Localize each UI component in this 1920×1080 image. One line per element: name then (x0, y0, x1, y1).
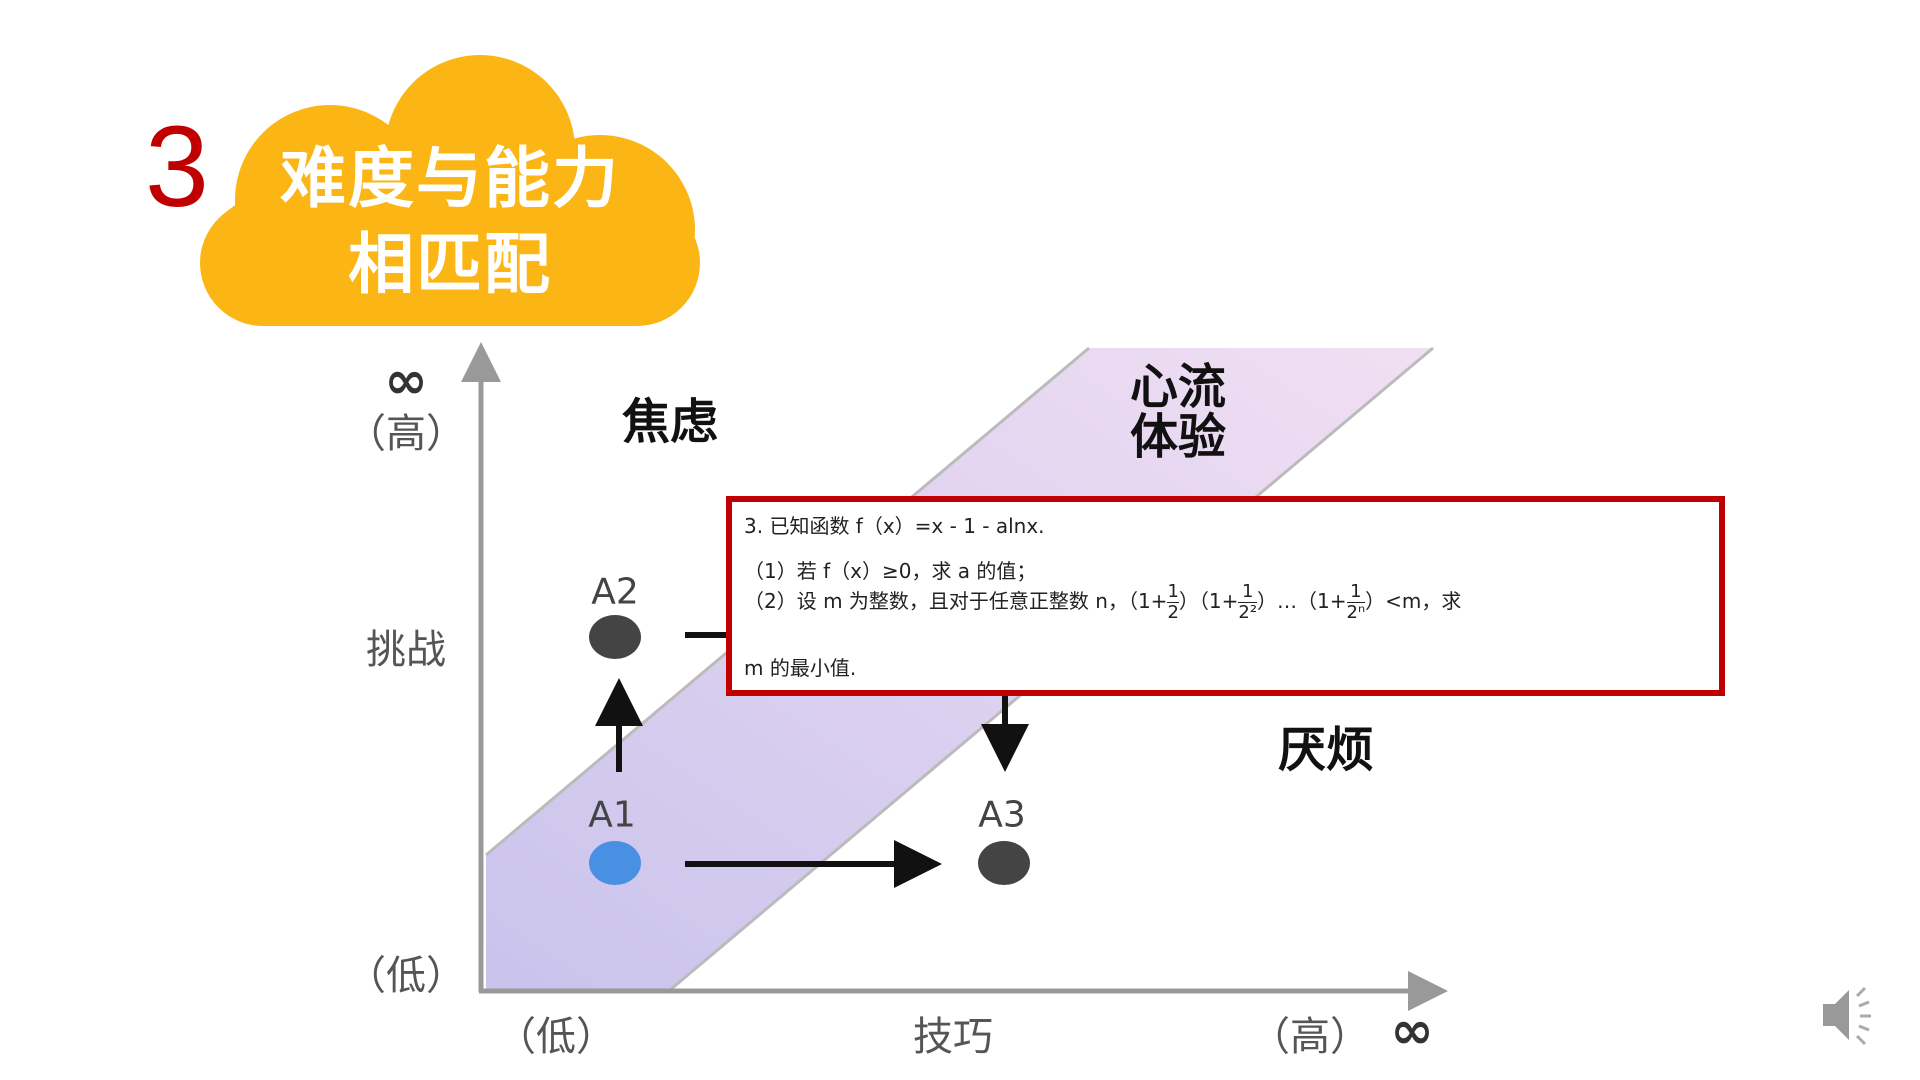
cloud-title-line1: 难度与能力 (280, 140, 620, 217)
point-a2 (589, 615, 641, 659)
slide-number: 3 (145, 103, 209, 231)
zone-boredom: 厌烦 (1277, 721, 1375, 778)
label-a2: A2 (591, 571, 639, 613)
y-infinity: ∞ (384, 351, 428, 411)
y-low: （低） (346, 953, 466, 999)
cloud-shape (200, 55, 700, 326)
problem-line4: m 的最小值. (744, 656, 857, 680)
problem-line1: 3. 已知函数 f（x）=x - 1 - alnx. (744, 514, 1045, 538)
zone-anxiety: 焦虑 (621, 393, 719, 450)
point-a3 (978, 841, 1030, 885)
zone-flow-line1: 心流 (1129, 358, 1227, 415)
x-low: （低） (496, 1014, 616, 1060)
label-a1: A1 (588, 794, 636, 836)
cloud-title-line2: 相匹配 (348, 226, 552, 303)
x-infinity: ∞ (1390, 1001, 1434, 1061)
y-high: （高） (346, 411, 466, 457)
label-a3: A3 (978, 794, 1026, 836)
point-a1 (589, 841, 641, 885)
problem-line2: （1）若 f（x）≥0，求 a 的值； (744, 559, 1037, 583)
speaker-icon (1823, 986, 1871, 1046)
x-high: （高） (1250, 1014, 1370, 1060)
problem-box: 3. 已知函数 f（x）=x - 1 - alnx. （1）若 f（x）≥0，求… (726, 496, 1725, 696)
x-axis-label: 技巧 (913, 1014, 993, 1060)
zone-flow-line2: 体验 (1129, 408, 1227, 465)
y-axis-label: 挑战 (366, 627, 446, 673)
